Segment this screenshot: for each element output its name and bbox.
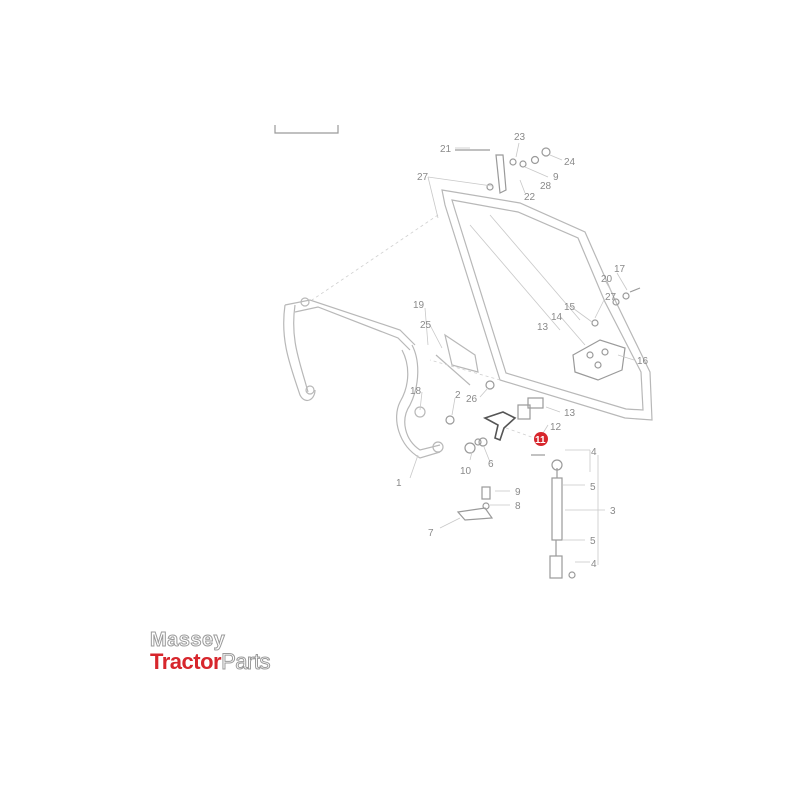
- callout-18: 18: [410, 386, 422, 397]
- latch-plate: [572, 339, 626, 381]
- callout-5-lower: 5: [590, 536, 596, 547]
- callout-7: 7: [428, 528, 434, 539]
- callout-26: 26: [466, 394, 478, 405]
- callout-22: 22: [524, 192, 536, 203]
- logo-line-2: TractorParts: [150, 649, 271, 674]
- callout-28: 28: [540, 181, 552, 192]
- callout-9-lower: 9: [515, 487, 521, 498]
- callout-20: 20: [601, 274, 613, 285]
- logo-line-1: Massey: [150, 629, 226, 651]
- leader-lines: [409, 142, 635, 565]
- callout-10: 10: [460, 466, 472, 477]
- rod-assembly: [435, 333, 495, 447]
- callout-19: 19: [413, 300, 425, 311]
- callout-5-upper: 5: [590, 482, 596, 493]
- callout-23: 23: [514, 132, 526, 143]
- callout-13-lower: 13: [564, 408, 576, 419]
- callout-4-lower: 4: [591, 559, 597, 570]
- callout-1: 1: [396, 478, 402, 489]
- brand-logo: Massey TractorParts: [150, 629, 271, 674]
- callout-16: 16: [637, 356, 649, 367]
- cab-frame-tube: [283, 297, 444, 459]
- callout-24: 24: [564, 157, 576, 168]
- upper-hinge: [455, 147, 551, 194]
- catch-bracket: [482, 397, 544, 442]
- callout-17: 17: [614, 264, 626, 275]
- callout-12: 12: [550, 422, 562, 433]
- callout-6: 6: [488, 459, 494, 470]
- gas-strut: [531, 454, 576, 579]
- callout-8: 8: [515, 501, 521, 512]
- callout-4-upper: 4: [591, 447, 597, 458]
- callout-21: 21: [440, 144, 452, 155]
- frame-mark: [274, 125, 339, 134]
- callout-25: 25: [420, 320, 432, 331]
- callout-11: 11: [535, 435, 546, 446]
- logo-word-tractor: Tractor: [150, 649, 222, 674]
- callout-27-top: 27: [417, 172, 429, 183]
- logo-word-parts: Parts: [221, 649, 271, 674]
- callout-labels: 21 23 24 9 28 22 27 20 17 27 15 14 13 16…: [396, 132, 649, 570]
- callout-9-top: 9: [553, 172, 559, 183]
- door-glass-panel: [441, 189, 653, 421]
- callout-27-mid: 27: [605, 292, 617, 303]
- lower-hardware: [456, 442, 494, 521]
- callout-15: 15: [564, 302, 576, 313]
- callout-3: 3: [610, 506, 616, 517]
- callout-13-upper: 13: [537, 322, 549, 333]
- side-hinge-bolts: [591, 287, 641, 327]
- callout-14: 14: [551, 312, 563, 323]
- highlight-marker: [534, 432, 548, 446]
- callout-2: 2: [455, 390, 461, 401]
